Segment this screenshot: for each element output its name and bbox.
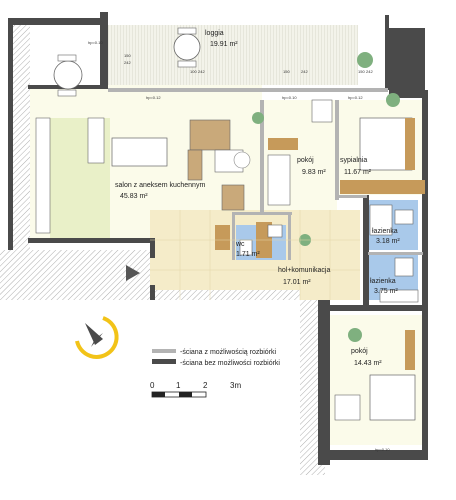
room-labels: loggia 19.91 m² salon z aneksem kuchenny…: [115, 30, 400, 367]
svg-text:hp=0.10: hp=0.10: [88, 40, 103, 45]
svg-text:hp=0.12: hp=0.12: [146, 95, 161, 100]
salon-furniture: [35, 117, 251, 234]
sypialnia-area: 11.67 m²: [344, 169, 372, 176]
svg-text:242: 242: [124, 60, 131, 65]
wc-name: wc: [235, 241, 245, 248]
svg-text:100: 100: [190, 69, 197, 74]
lazienka2-area: 3.75 m²: [374, 288, 398, 295]
loggia-name: loggia: [205, 30, 224, 37]
legend-swatch-non-removable: [152, 359, 176, 364]
svg-text:150: 150: [283, 69, 290, 74]
loggia-furniture: [53, 27, 400, 342]
bedroom-furniture: [215, 99, 425, 421]
compass-icon: [75, 316, 119, 359]
legend: -ściana z możliwością rozbiórki -ściana …: [152, 349, 280, 367]
svg-text:242: 242: [301, 69, 308, 74]
loggia-area: 19.91 m²: [210, 41, 238, 48]
pokoj1-area: 9.83 m²: [302, 169, 326, 176]
hall-tiles: [150, 210, 360, 300]
scale-tick-2: 2: [203, 381, 208, 390]
svg-text:150: 150: [124, 53, 131, 58]
scale-tick-0: 0: [150, 381, 155, 390]
pokoj2-name: pokój: [351, 348, 368, 355]
scale-tick-3: 3m: [230, 381, 241, 390]
dimension-labels: hp=0.12 hp=0.10 hp=0.12 hp=0.10 hp=0.10 …: [88, 40, 390, 452]
svg-text:hp=0.10: hp=0.10: [282, 95, 297, 100]
svg-text:242: 242: [198, 69, 205, 74]
loggia-floor: [108, 25, 358, 85]
hol-name: hol+komunikacja: [278, 267, 330, 274]
legend-removable-label: -ściana z możliwością rozbiórki: [180, 349, 277, 356]
salon-name: salon z aneksem kuchennym: [115, 182, 205, 189]
hol-area: 17.01 m²: [283, 279, 311, 286]
lazienka2-name: łazienka: [370, 278, 396, 285]
lazienka1-name: łazienka: [372, 228, 398, 235]
legend-swatch-removable: [152, 349, 176, 353]
scale-tick-1: 1: [176, 381, 181, 390]
walls-non-removable: [8, 12, 428, 465]
lazienka1-area: 3.18 m²: [376, 238, 400, 245]
legend-non-removable-label: -ściana bez możliwości rozbiórki: [180, 360, 280, 367]
wc-area: 1.71 m²: [236, 251, 260, 258]
pokoj2-area: 14.43 m²: [354, 360, 382, 367]
salon-area: 45.83 m²: [120, 193, 148, 200]
scale-bar: 0 1 2 3m: [150, 381, 241, 398]
entry-arrow-icon: [126, 265, 140, 281]
svg-text:hp=0.10: hp=0.10: [375, 447, 390, 452]
svg-text:242: 242: [366, 69, 373, 74]
svg-text:hp=0.12: hp=0.12: [348, 95, 363, 100]
sypialnia-name: sypialnia: [340, 157, 367, 164]
svg-text:150: 150: [358, 69, 365, 74]
pokoj1-name: pokój: [297, 157, 314, 164]
walls-removable: [108, 88, 423, 260]
